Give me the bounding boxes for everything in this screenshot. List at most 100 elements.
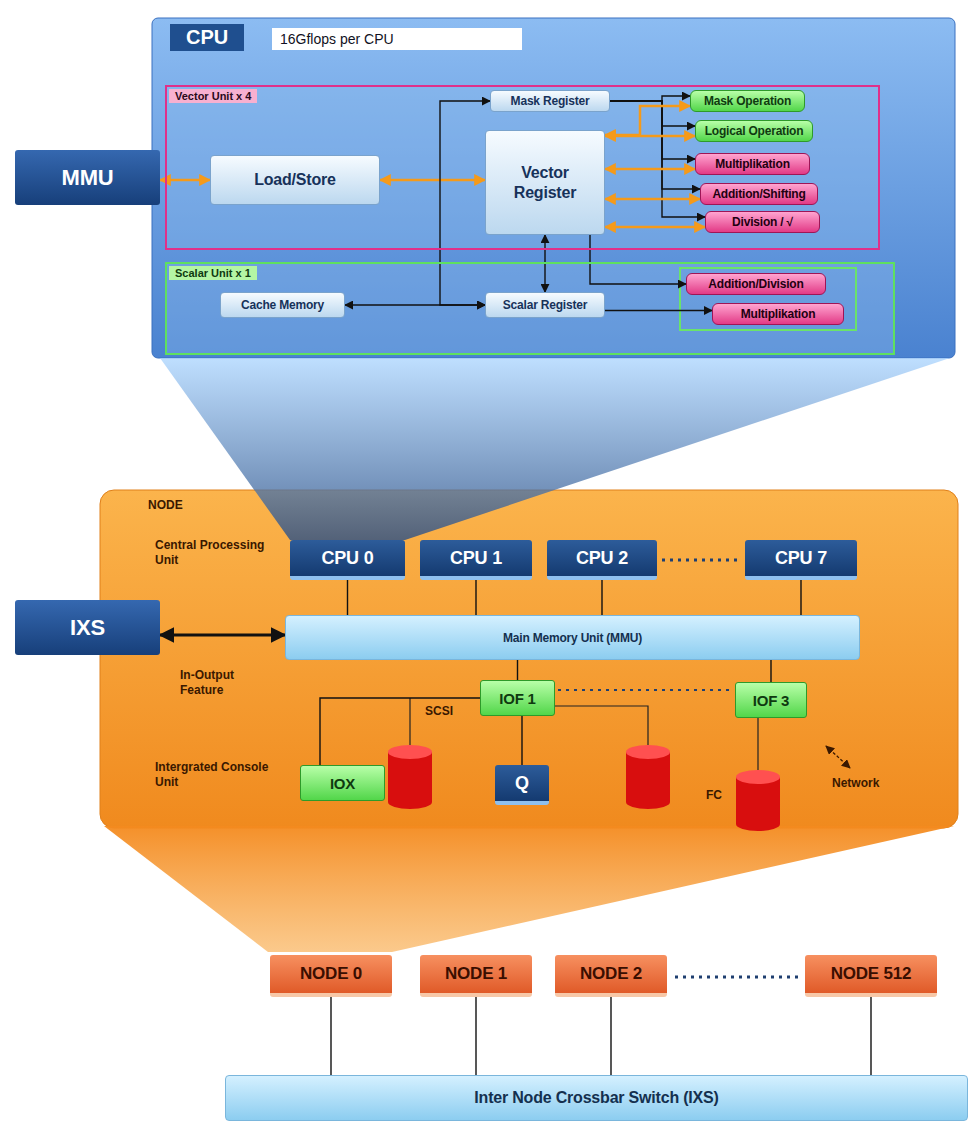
cpu-box: CPU 0 xyxy=(290,540,405,580)
drawing-part xyxy=(388,752,432,809)
disk-cylinder xyxy=(388,745,780,831)
operation-box: Multiplikation xyxy=(712,303,844,325)
box-label: IOF 3 xyxy=(753,692,790,709)
box-label: Logical Operation xyxy=(705,124,804,138)
register-box: Vector Register xyxy=(485,130,605,235)
box-label: Inter Node Crossbar Switch (IXS) xyxy=(474,1089,718,1107)
connector xyxy=(870,997,871,1075)
operation-box: Division / √ xyxy=(705,211,820,233)
box-label: CPU 2 xyxy=(576,548,628,569)
box-label: NODE 512 xyxy=(831,964,912,984)
scsi-wire xyxy=(409,698,410,745)
vector-unit: Vector Unit x 4 Load/Store Mask RegisterVe… xyxy=(165,85,880,250)
connector xyxy=(610,997,611,1075)
box-label: CPU 1 xyxy=(450,548,502,569)
connector xyxy=(605,168,695,171)
vector-ground xyxy=(166,86,879,249)
panel-heading: CPU xyxy=(170,24,244,51)
box-label: Cache Memory xyxy=(241,298,324,312)
annotation-label: Intergrated Console Unit xyxy=(155,760,280,790)
box-label: Main Memory Unit (MMU) xyxy=(503,631,642,645)
connector xyxy=(605,226,705,229)
box-label: IOX xyxy=(330,775,355,792)
connector xyxy=(380,179,485,182)
annotation-label: Network xyxy=(832,776,879,791)
box-label: Q xyxy=(515,773,529,794)
cpu-box: CPU 1 xyxy=(420,540,532,580)
box-label: NODE 0 xyxy=(300,964,362,984)
drawing-part xyxy=(736,777,780,831)
connector xyxy=(770,660,771,682)
connector xyxy=(605,198,700,201)
connector xyxy=(521,716,522,765)
box-label: Multiplikation xyxy=(715,157,790,171)
box-label: Division / √ xyxy=(732,215,793,229)
node-box: NODE 512 xyxy=(805,955,937,997)
panel-heading: Scalar Unit x 1 xyxy=(169,266,257,280)
operation-box: IOF 1 xyxy=(480,680,555,716)
panel-heading: 16Gflops per CPU xyxy=(272,28,522,50)
fc-wire xyxy=(757,718,758,770)
register-box: Load/Store xyxy=(210,155,380,205)
connector xyxy=(590,235,686,284)
drawing-part xyxy=(388,745,432,759)
box-label: CPU 7 xyxy=(775,548,827,569)
connector xyxy=(345,304,485,305)
connector xyxy=(610,96,690,101)
annotation-label: In-Output Feature xyxy=(180,668,275,698)
annotation-label: SCSI xyxy=(425,704,453,719)
connector xyxy=(475,997,476,1075)
cpu-box: CPU 7 xyxy=(745,540,857,580)
scalar-unit: Scalar Unit x 1 Cache Memory Scalar Regist… xyxy=(165,262,895,355)
operation-box: Mask Operation xyxy=(690,90,805,112)
operation-box: Multiplikation xyxy=(695,153,810,175)
register-box: Cache Memory xyxy=(220,292,345,318)
connector xyxy=(160,179,210,182)
panel: CPU 16Gflops per CPU Vector Unit x 4 Load/S… xyxy=(152,18,955,358)
node-panel xyxy=(100,490,958,828)
scalar-ground xyxy=(166,263,894,354)
connector xyxy=(605,106,690,135)
node-box: NODE 1 xyxy=(420,955,532,997)
operation-box: IOF 3 xyxy=(735,682,807,718)
connector xyxy=(601,580,602,615)
connector xyxy=(347,580,348,615)
panel-heading: Vector Unit x 4 xyxy=(169,89,257,103)
connector xyxy=(800,580,801,615)
bus-bar: Inter Node Crossbar Switch (IXS) xyxy=(225,1075,968,1121)
connector xyxy=(160,634,285,637)
dotted-line xyxy=(675,976,798,979)
bus-bar: Main Memory Unit (MMU) xyxy=(285,615,860,660)
node-funnel xyxy=(104,826,954,952)
dotted-line xyxy=(662,559,740,562)
box-label: CPU 0 xyxy=(321,548,373,569)
cpu-funnel xyxy=(160,358,950,540)
connector xyxy=(440,101,490,305)
network-arrow xyxy=(826,746,850,768)
box-label: Addition/Division xyxy=(708,277,803,291)
alu-group xyxy=(680,268,856,330)
register-box: Mask Register xyxy=(490,90,610,112)
node-box: NODE 0 xyxy=(270,955,392,997)
register-box: Scalar Register xyxy=(485,292,605,318)
cpu-box: CPU 2 xyxy=(547,540,657,580)
box-label: IXS xyxy=(70,615,105,641)
operation-box: Logical Operation xyxy=(695,120,813,142)
drawing-part xyxy=(626,745,670,759)
box-label: NODE 2 xyxy=(580,964,642,984)
connector xyxy=(610,101,700,189)
drawing-part xyxy=(626,752,670,809)
connector xyxy=(330,997,331,1075)
dotted-line xyxy=(558,689,733,691)
box-label: IOF 1 xyxy=(499,690,536,707)
operation-box: Addition/Shifting xyxy=(700,183,818,205)
box-label: Multiplikation xyxy=(741,307,816,321)
cpu-panel xyxy=(152,18,955,358)
annotation-label: Central Processing Unit xyxy=(155,538,275,568)
console-box: Q xyxy=(495,765,549,805)
box-label: Mask Operation xyxy=(704,94,791,108)
box-label: Scalar Register xyxy=(503,298,587,312)
connector xyxy=(517,660,518,680)
